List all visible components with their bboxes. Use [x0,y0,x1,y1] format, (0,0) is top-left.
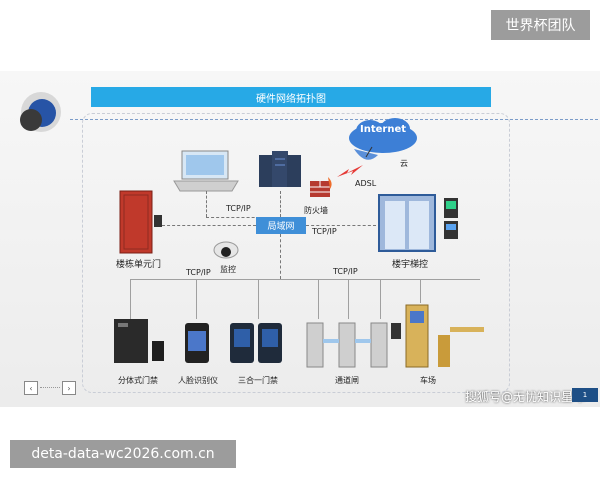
brand-badge-bottom: deta-data-wc2026.com.cn [10,440,236,468]
lan-elevator-link [306,225,376,226]
parking-label: 车场 [420,376,436,385]
tcpip-label-1: TCP/IP [226,204,251,213]
tcpip-label-3: TCP/IP [186,268,211,277]
internet-cloud-icon [349,118,417,153]
source-badge: 1 [572,388,598,402]
three-in-one-access-icon [230,323,282,363]
bus-drop-7 [420,279,421,303]
face-recognition-icon [185,323,209,363]
server-icon [259,151,301,187]
laptop-link [206,191,207,217]
elevator-label: 楼宇梯控 [392,260,429,270]
bus-drop-5 [348,279,349,319]
brand-badge-top: 世界杯团队 [491,10,590,40]
door-reader-icon [154,215,162,227]
bus-drop-4 [318,279,319,319]
firewall-icon [310,177,332,197]
diagram-frame [82,113,510,393]
tcpip-label-4: TCP/IP [333,267,358,276]
adsl-label: ADSL [355,179,377,188]
lan-switch-box: 局域网 [256,217,306,234]
tcpip-label-2: TCP/IP [312,227,337,236]
three-in-one-label: 三合一门禁 [238,376,278,385]
diagram-slide: 硬件网络拓扑图 Internet 云 防火墙 ADSL [0,71,600,407]
deco-circle-dark [20,109,42,131]
bus-drop-3 [258,279,259,319]
elevator-panel-icon [444,198,458,239]
nav-dots [40,387,60,388]
camera-icon [213,241,239,259]
firewall-label: 防火墙 [304,206,328,215]
lan-down-link [280,234,281,279]
prev-slide-button[interactable]: ‹ [24,381,38,395]
door-unit-label: 楼栋单元门 [116,260,162,270]
bus-drop-1 [130,279,131,319]
source-watermark: 搜狐号@无忧知识星球 [465,390,586,404]
lightning-icon [337,165,363,177]
field-bus-line [130,279,480,280]
server-link [280,191,281,217]
laptop-icon [173,150,239,192]
bus-drop-6 [380,279,381,319]
divider-line [70,119,598,120]
monitor-label: 监控 [220,265,236,274]
elevator-icon [378,194,436,252]
bus-drop-2 [196,279,197,319]
split-access-controller-icon [114,319,164,363]
satellite-dish-icon [354,146,378,160]
parking-barrier-icon [405,304,484,368]
next-slide-button[interactable]: › [62,381,76,395]
internet-label: Internet [360,124,407,135]
face-recognition-label: 人脸识别仪 [178,376,218,385]
door-lan-link [162,225,256,226]
door-icon [119,190,153,254]
gate-label: 通道闸 [335,376,359,385]
diagram-title: 硬件网络拓扑图 [91,87,491,107]
laptop-server-link [206,217,280,218]
cloud-label: 云 [400,159,408,168]
split-access-label: 分体式门禁 [118,376,158,385]
turnstile-gate-icon [306,322,401,368]
